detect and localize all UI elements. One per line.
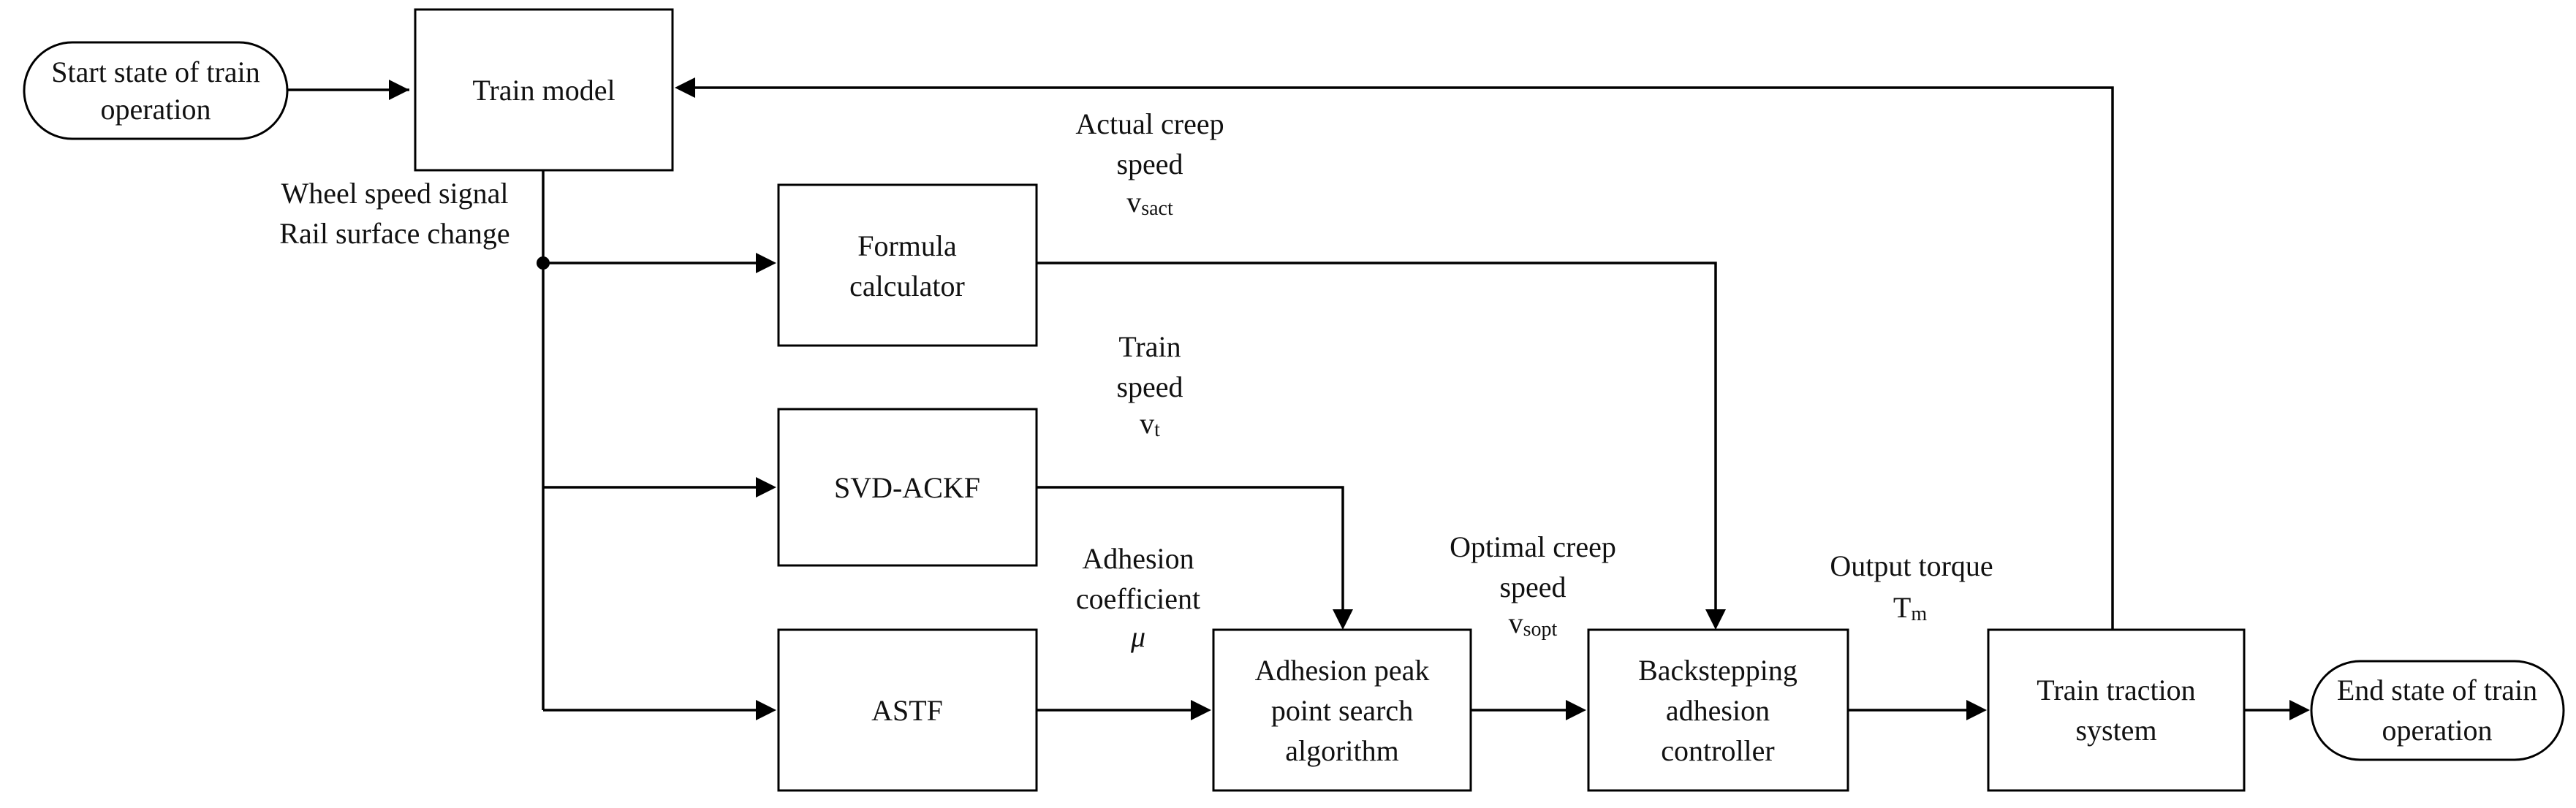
arrowhead-end-left	[2289, 700, 2310, 720]
formula-calculator-node: Formula calculator	[777, 183, 1038, 347]
wheel-signal-line-1: Wheel speed signal	[281, 177, 509, 210]
train-speed-line-2: speed	[1116, 370, 1183, 403]
output-torque-label: Output torque Tm	[1830, 549, 1993, 625]
start-node: Start state of train operation	[23, 41, 289, 140]
output-torque-line-1: Output torque	[1830, 549, 1993, 582]
astf-label: ASTF	[871, 694, 943, 727]
optimal-creep-symbol: vsopt	[1509, 606, 1558, 641]
start-node-line-1: Start state of train	[51, 56, 260, 88]
junction-dot	[537, 256, 550, 270]
search-line-2: point search	[1271, 694, 1413, 727]
actual-creep-label: Actual creep speed vsact	[1075, 107, 1224, 220]
controller-line-1: Backstepping	[1638, 654, 1797, 687]
arrowhead-formula	[756, 253, 776, 273]
arrowhead-svd	[756, 477, 776, 498]
optimal-creep-label: Optimal creep speed vsopt	[1450, 530, 1616, 641]
output-torque-symbol: Tm	[1893, 591, 1927, 625]
train-speed-label: Train speed vt	[1116, 330, 1183, 441]
controller-line-2: adhesion	[1666, 694, 1770, 727]
end-node-line-1: End state of train	[2337, 674, 2537, 706]
adhesion-coefficient-label: Adhesion coefficient μ	[1076, 542, 1200, 653]
formula-line-2: calculator	[849, 270, 965, 302]
search-line-1: Adhesion peak	[1255, 654, 1430, 687]
edge-svd-to-search	[1037, 486, 1344, 621]
optimal-creep-line-2: speed	[1499, 571, 1566, 603]
traction-system-node: Train traction system	[1987, 628, 2246, 792]
end-node: End state of train operation	[2310, 660, 2565, 761]
arrowhead-train-model	[389, 80, 409, 100]
arrowhead-controller-left	[1566, 700, 1586, 720]
arrowhead-search-top	[1333, 609, 1353, 630]
arrowhead-feedback	[675, 77, 695, 98]
train-model-node: Train model	[414, 8, 674, 172]
controller-line-3: controller	[1661, 734, 1775, 767]
arrowhead-search-left	[1191, 700, 1211, 720]
arrowhead-controller-top	[1705, 609, 1726, 630]
edge-labels: Wheel speed signal Rail surface change A…	[279, 107, 1993, 653]
traction-line-2: system	[2075, 714, 2156, 747]
train-model-label: Train model	[472, 74, 615, 107]
optimal-creep-line-1: Optimal creep	[1450, 530, 1616, 563]
end-node-line-2: operation	[2382, 714, 2492, 747]
formula-line-1: Formula	[857, 229, 957, 262]
wheel-signal-label: Wheel speed signal Rail surface change	[279, 177, 509, 250]
train-speed-symbol: vt	[1140, 407, 1160, 441]
astf-node: ASTF	[777, 628, 1038, 792]
start-node-line-2: operation	[100, 93, 211, 126]
edges	[287, 77, 2310, 720]
svd-ackf-node: SVD-ACKF	[777, 408, 1038, 567]
adhesion-coef-symbol: μ	[1130, 620, 1145, 653]
edge-feedback-to-train-model	[689, 86, 2114, 630]
controller-node: Backstepping adhesion controller	[1587, 628, 1849, 792]
actual-creep-symbol: vsact	[1126, 186, 1173, 220]
actual-creep-line-2: speed	[1116, 148, 1183, 180]
edge-formula-to-controller	[1037, 262, 1717, 621]
search-algorithm-node: Adhesion peak point search algorithm	[1212, 628, 1472, 792]
traction-line-1: Train traction	[2037, 674, 2195, 706]
adhesion-coef-line-1: Adhesion	[1082, 542, 1194, 575]
arrowhead-traction-left	[1966, 700, 1987, 720]
adhesion-coef-line-2: coefficient	[1076, 582, 1200, 615]
search-line-3: algorithm	[1285, 734, 1399, 767]
svd-ackf-label: SVD-ACKF	[834, 471, 980, 504]
nodes: Start state of train operation Train mod…	[23, 8, 2565, 792]
actual-creep-line-1: Actual creep	[1075, 107, 1224, 140]
wheel-signal-line-2: Rail surface change	[279, 217, 509, 250]
train-speed-line-1: Train	[1118, 330, 1181, 363]
arrowhead-astf	[756, 700, 776, 720]
